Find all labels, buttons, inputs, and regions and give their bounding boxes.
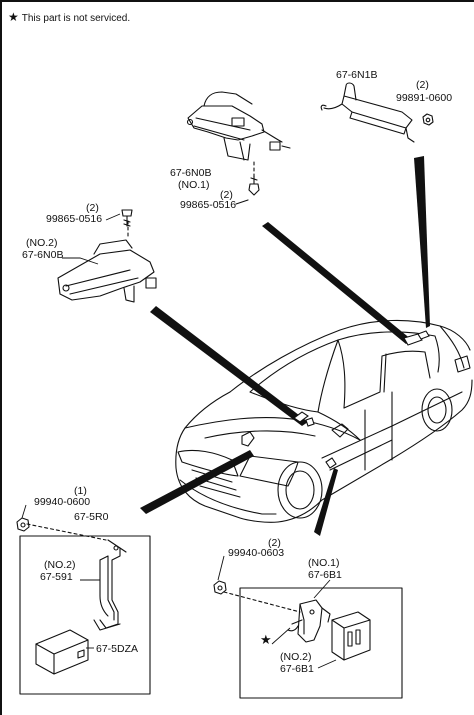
label-qty-99940a: (1): [74, 485, 87, 497]
label-99865a: 99865-0516: [46, 213, 102, 225]
label-no2-6b1: (NO.2): [280, 651, 312, 663]
nut-icon: [16, 517, 107, 541]
bolt-icon: [235, 175, 260, 205]
label-qty-99865b: (2): [220, 189, 233, 201]
part-box-676b1: [239, 587, 403, 699]
label-676n1b: 67-6N1B: [336, 69, 377, 81]
leader-wedges: [140, 156, 430, 536]
leader-6n0b-no2: [150, 306, 308, 426]
part-676n1b: [320, 82, 415, 143]
label-99940b: 99940-0603: [228, 547, 284, 559]
part-675dza-module: [35, 629, 89, 675]
labels: 67-6N1B (2) 99891-0600 67-6N0B (NO.1) (2…: [22, 69, 452, 675]
service-note-text: This part is not serviced.: [21, 13, 131, 24]
label-leaders: [21, 213, 337, 669]
label-qty-99940b: (2): [268, 537, 281, 549]
part-box-675r0: [19, 535, 151, 695]
car-part-markers: [241, 330, 430, 469]
label-99865b: 99865-0516: [180, 199, 236, 211]
nut-icon: [213, 580, 301, 613]
label-676n0b-left: 67-6N0B: [22, 249, 63, 261]
screw-icon: [121, 209, 133, 227]
label-675r0: 67-5R0: [74, 511, 109, 523]
leader-676b1: [314, 468, 338, 536]
part-676b1-no1-bracket: [297, 599, 331, 643]
leader-6n0b-no1: [262, 222, 412, 344]
label-67591: 67-591: [40, 571, 73, 583]
leader-6n1b: [414, 156, 430, 328]
label-no2-left: (NO.2): [26, 237, 58, 249]
service-note: ★This part is not serviced.: [8, 10, 130, 24]
label-no1-top: (NO.1): [178, 179, 210, 191]
part-676n0b-no1: [186, 91, 291, 179]
nut-icon: [422, 113, 434, 126]
part-676n0b-no2: [57, 219, 157, 303]
label-no1-6b1: (NO.1): [308, 557, 340, 569]
part-67591-bracket: [93, 539, 127, 631]
star-icon: ★: [260, 632, 272, 647]
star-icon: ★: [8, 10, 19, 24]
label-675dza: 67-5DZA: [96, 643, 138, 655]
label-qty-99891: (2): [416, 79, 429, 91]
label-676n0b-top: 67-6N0B: [170, 167, 211, 179]
label-99940a: 99940-0600: [34, 496, 90, 508]
label-no2-591: (NO.2): [44, 559, 76, 571]
label-99891: 99891-0600: [396, 92, 452, 104]
leader-675r0: [140, 450, 254, 514]
label-676b1-top: 67-6B1: [308, 569, 342, 581]
label-qty-99865a: (2): [86, 202, 99, 214]
car-body: [175, 319, 473, 523]
label-676b1-bottom: 67-6B1: [280, 663, 314, 675]
part-676b1-no2-module: [287, 611, 371, 661]
